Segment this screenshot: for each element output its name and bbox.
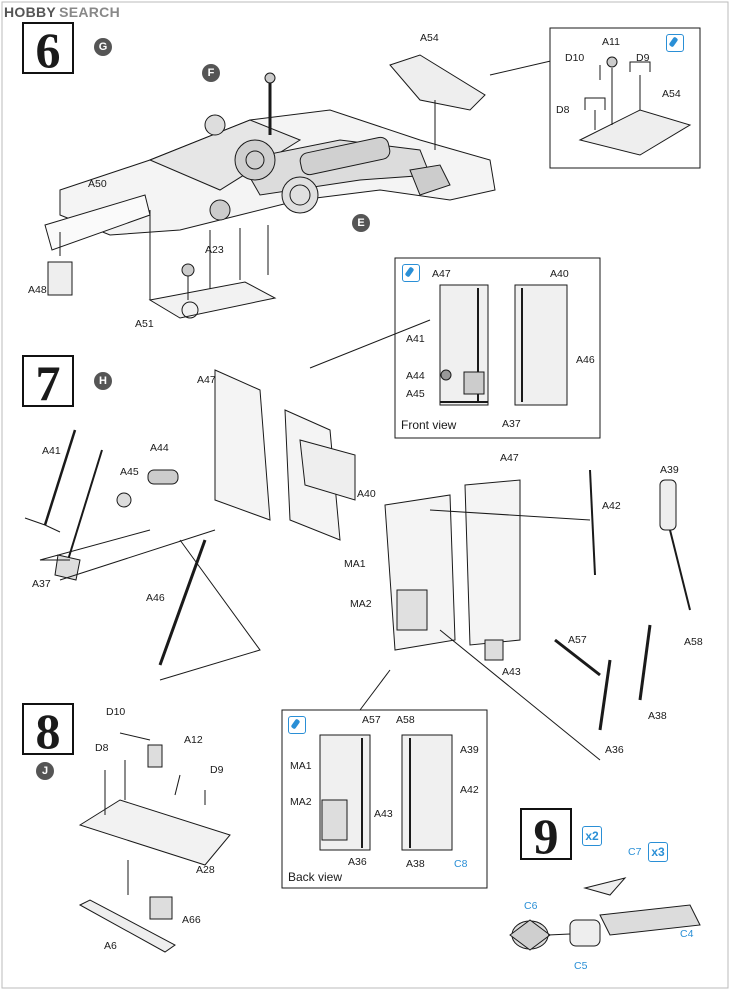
note-icon xyxy=(666,34,684,52)
part-label: A12 xyxy=(184,734,203,746)
part-label: C7 xyxy=(628,846,642,858)
part-label: A50 xyxy=(88,178,107,190)
detail-box-a54 xyxy=(578,56,692,156)
part-label: D8 xyxy=(556,104,570,116)
note-icon xyxy=(402,264,420,282)
part-label: A54 xyxy=(662,88,681,100)
subassembly-f-badge: F xyxy=(202,64,220,82)
part-label: A39 xyxy=(660,464,679,476)
step8-drawing xyxy=(78,732,231,953)
part-label: A11 xyxy=(602,36,620,48)
back-view-drawing xyxy=(319,734,453,851)
part-label: A47 xyxy=(432,268,451,280)
part-label: A58 xyxy=(396,714,415,726)
part-label: A42 xyxy=(460,784,479,796)
part-label: A42 xyxy=(602,500,621,512)
part-label: A37 xyxy=(502,418,521,430)
note-icon xyxy=(288,716,306,734)
part-label: C8 xyxy=(454,858,468,870)
part-label: A45 xyxy=(406,388,425,400)
part-label: A45 xyxy=(120,466,139,478)
part-label: C4 xyxy=(680,928,694,940)
part-label: A39 xyxy=(460,744,479,756)
part-label: C5 xyxy=(574,960,588,972)
step-8-number: 8 xyxy=(22,703,74,757)
c3-multiplier: x3 xyxy=(648,842,668,862)
step-6-sub-badge: G xyxy=(94,38,112,56)
part-label: A41 xyxy=(406,333,425,345)
part-label: A58 xyxy=(684,636,703,648)
part-label: A47 xyxy=(197,374,216,386)
part-label: A51 xyxy=(135,318,154,330)
part-label: A66 xyxy=(182,914,201,926)
step-6-number: 6 xyxy=(22,22,74,76)
step7-drawing xyxy=(24,369,356,681)
watermark-part2: SEARCH xyxy=(59,4,120,20)
part-label: A47 xyxy=(500,452,519,464)
part-label: MA1 xyxy=(290,760,312,772)
part-label: A48 xyxy=(28,284,47,296)
step-7-sub-badge: H xyxy=(94,372,112,390)
part-label: A36 xyxy=(348,856,367,868)
step-9-multiplier: x2 xyxy=(582,826,602,846)
part-label: D10 xyxy=(565,52,585,64)
part-label: D8 xyxy=(95,742,109,754)
front-view-title: Front view xyxy=(401,418,457,432)
part-label: A54 xyxy=(420,32,439,44)
part-label: A40 xyxy=(357,488,376,500)
part-label: A46 xyxy=(146,592,165,604)
part-label: D10 xyxy=(106,706,126,718)
part-label: A43 xyxy=(374,808,393,820)
part-label: D9 xyxy=(210,764,224,776)
part-label: A6 xyxy=(104,940,117,952)
part-label: MA1 xyxy=(344,558,366,570)
step-9-number: 9 xyxy=(520,808,572,862)
watermark-part1: HOBBY xyxy=(4,4,57,20)
part-label: A57 xyxy=(362,714,381,726)
part-label: A37 xyxy=(32,578,51,590)
front-view-drawing xyxy=(439,284,568,406)
part-label: MA2 xyxy=(290,796,312,808)
part-label: A44 xyxy=(406,370,425,382)
part-label: A38 xyxy=(406,858,425,870)
step6-carriage-drawing xyxy=(44,72,496,319)
part-label: A41 xyxy=(42,445,61,457)
part-label: A46 xyxy=(576,354,595,366)
step-8-sub-badge: J xyxy=(36,762,54,780)
back-view-title: Back view xyxy=(288,870,343,884)
part-label: A38 xyxy=(648,710,667,722)
part-label: D9 xyxy=(636,52,650,64)
subassembly-e-badge: E xyxy=(352,214,370,232)
step7-right-drawing xyxy=(384,469,691,761)
part-label: A44 xyxy=(150,442,169,454)
step-7-number: 7 xyxy=(22,355,74,409)
part-label: A40 xyxy=(550,268,569,280)
part-label: A23 xyxy=(205,244,224,256)
part-label: A36 xyxy=(605,744,624,756)
part-label: A43 xyxy=(502,666,521,678)
part-label: A57 xyxy=(568,634,587,646)
part-label: A28 xyxy=(196,864,215,876)
part-label: MA2 xyxy=(350,598,372,610)
step9-drawing xyxy=(509,877,701,951)
part-label: C6 xyxy=(524,900,538,912)
a54-part-drawing xyxy=(389,54,556,150)
